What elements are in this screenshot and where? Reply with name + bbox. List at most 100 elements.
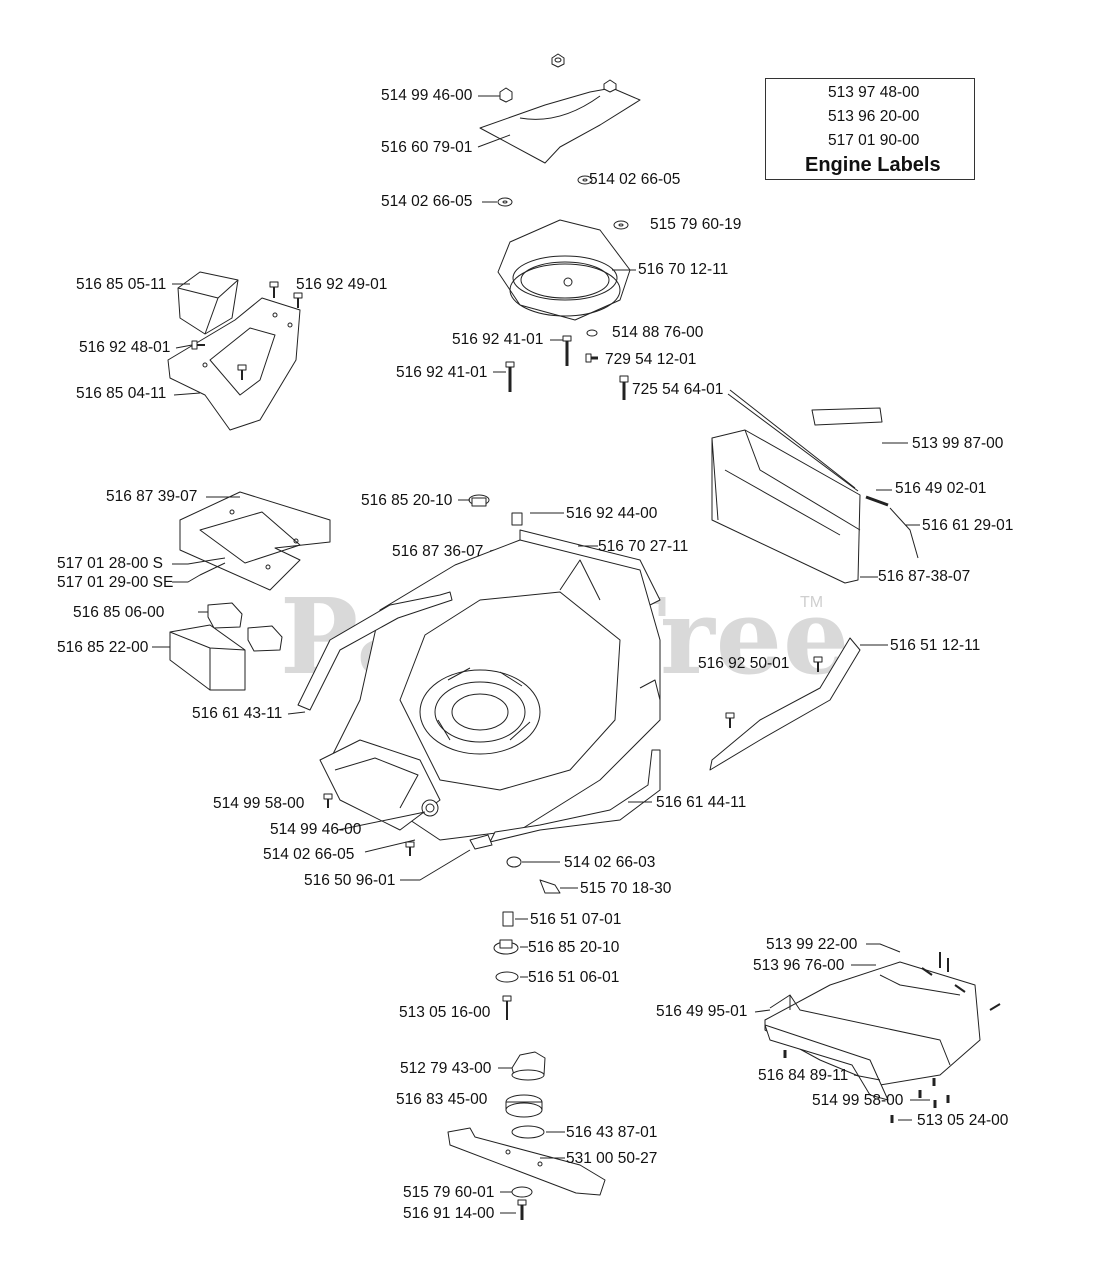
part-label: 513 05 16-00: [399, 1004, 491, 1021]
part-label: 516 87 36-07: [392, 543, 484, 560]
leader-line: [174, 393, 200, 395]
legend-title: Engine Labels: [805, 154, 941, 176]
part-label: 516 91 14-00: [403, 1205, 495, 1222]
leader-line: [400, 850, 470, 880]
part-label: 729 54 12-01: [605, 351, 697, 368]
part-label: 516 87-38-07: [878, 568, 971, 585]
part-label: 516 92 50-01: [698, 655, 790, 672]
foam-pad-part: [180, 492, 330, 590]
leader-line: [866, 944, 900, 952]
leader-line: [172, 558, 225, 564]
part-label: 516 92 49-01: [296, 276, 388, 293]
screw-part: [406, 842, 414, 856]
part-label: 513 05 24-00: [917, 1112, 1009, 1129]
washer-part: [498, 198, 512, 206]
washer-part: [507, 857, 521, 867]
part-label: 516 61 44-11: [656, 794, 747, 811]
part-label: 516 51 07-01: [530, 911, 622, 928]
part-label: 517 01 29-00 SE: [57, 574, 174, 591]
legend-item: 517 01 90-00: [828, 132, 920, 149]
screw-part: [563, 336, 571, 366]
fan-hub-part: [512, 1052, 545, 1080]
nut-514-99-46-part: [500, 88, 512, 102]
leader-line: [172, 563, 225, 582]
screw-part: [506, 362, 514, 392]
screw-part: [814, 657, 822, 672]
part-label: 725 54 64-01: [632, 381, 724, 398]
legend-item: 513 96 20-00: [828, 108, 920, 125]
part-label: 514 99 58-00: [213, 795, 305, 812]
part-label: 516 60 79-01: [381, 139, 473, 156]
part-label: 514 02 66-05: [381, 193, 473, 210]
screw-part: [955, 985, 965, 992]
part-label: 517 01 28-00 S: [57, 555, 164, 572]
part-label: 516 85 05-11: [76, 276, 167, 293]
watermark-trademark: TM: [800, 594, 824, 611]
spring-part: [866, 497, 888, 505]
part-label: 516 83 45-00: [396, 1091, 488, 1108]
screw-part: [324, 794, 332, 808]
foam-block-part: [208, 603, 242, 628]
part-label: 515 79 60-01: [403, 1184, 495, 1201]
part-label: 516 50 96-01: [304, 872, 396, 889]
part-label: 515 70 18-30: [580, 880, 672, 897]
rod-part: [730, 390, 855, 488]
part-label: 516 85 04-11: [76, 385, 167, 402]
part-label: 516 49 02-01: [895, 480, 987, 497]
part-label: 516 92 48-01: [79, 339, 171, 356]
part-label: 512 79 43-00: [400, 1060, 492, 1077]
part-label: 516 87 39-07: [106, 488, 198, 505]
left-link-arm-part: [298, 592, 452, 710]
part-label: 516 61 29-01: [922, 517, 1014, 534]
part-label: 516 84 89-11: [758, 1067, 849, 1084]
part-label: 516 92 44-00: [566, 505, 658, 522]
part-label: 516 43 87-01: [566, 1124, 658, 1141]
screw-part: [726, 713, 734, 728]
spacer-part: [503, 912, 513, 926]
part-label: 514 99 46-00: [381, 87, 473, 104]
screw-part: [620, 376, 628, 400]
leader-line: [176, 345, 192, 348]
part-label: 516 49 95-01: [656, 1003, 748, 1020]
part-label: 516 85 06-00: [73, 604, 165, 621]
part-label: 516 70 27-11: [598, 538, 689, 555]
blade-part: [448, 1128, 605, 1195]
cover-plate-part: [168, 298, 300, 430]
leader-line: [288, 712, 305, 714]
deck-plate-part: [480, 80, 640, 163]
screw-part: [990, 1004, 1000, 1010]
part-label: 516 61 43-11: [192, 705, 283, 722]
leader-line: [854, 1075, 880, 1080]
deck-housing-part: [320, 540, 660, 840]
plate-part: [512, 1126, 544, 1138]
washer-part: [512, 1187, 532, 1197]
part-label: 516 92 41-01: [396, 364, 488, 381]
part-label: 514 02 66-05: [263, 846, 355, 863]
part-label: 514 88 76-00: [612, 324, 704, 341]
battery-holder-part: [170, 625, 245, 690]
engine-labels-legend: [765, 78, 975, 180]
part-label: 516 92 41-01: [452, 331, 544, 348]
part-label: 516 51 06-01: [528, 969, 620, 986]
right-arm-part: [710, 638, 860, 770]
chute-part: [765, 962, 980, 1100]
screw-part: [586, 354, 598, 362]
leader-line: [755, 1010, 770, 1012]
washer-part: [496, 972, 518, 982]
part-label: 516 85 20-10: [528, 939, 620, 956]
bolt-part: [540, 880, 560, 893]
screw-part: [503, 996, 511, 1020]
flap-part: [712, 430, 860, 583]
clip-part: [512, 513, 522, 525]
cover-block-part: [178, 272, 238, 334]
axle-part: [470, 835, 492, 849]
legend-item: 513 97 48-00: [828, 84, 920, 101]
leader-line: [338, 812, 425, 830]
washer-part: [587, 330, 597, 336]
part-label: 531 00 50-27: [566, 1150, 658, 1167]
part-label: 516 85 20-10: [361, 492, 453, 509]
strip-part: [812, 408, 882, 425]
foam-block-part: [248, 626, 282, 651]
washer-part: [614, 221, 628, 229]
part-label: 514 02 66-03: [564, 854, 656, 871]
